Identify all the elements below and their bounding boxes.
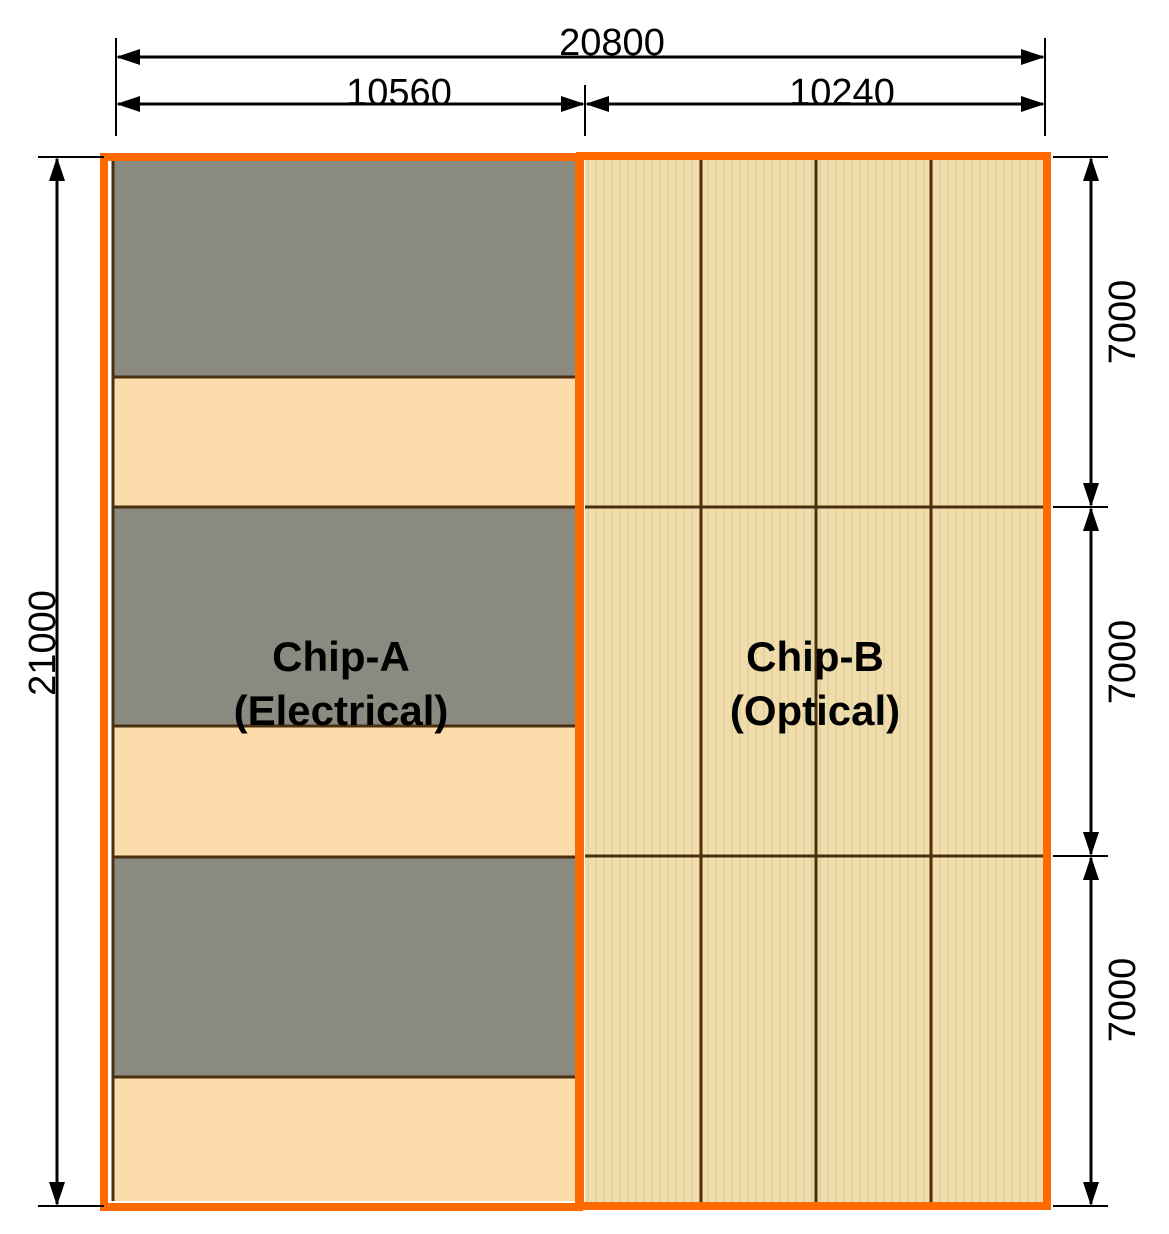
chip-b-type: (Optical) xyxy=(730,687,900,734)
total-height-label: 21000 xyxy=(22,590,64,696)
chip-a-block xyxy=(100,153,583,1211)
row-height-3-label: 7000 xyxy=(1102,958,1144,1043)
electrical-tile-2 xyxy=(113,507,575,726)
chip-b-block xyxy=(576,152,1051,1210)
chip-labels: Chip-A (Electrical) Chip-B (Optical) xyxy=(234,633,901,734)
chip-b-outline xyxy=(576,152,1051,1210)
left-dimensions: 21000 xyxy=(22,156,104,1207)
electrical-tile-3 xyxy=(113,857,575,1077)
electrical-tile-1 xyxy=(113,160,575,377)
peach-tile-2 xyxy=(113,726,575,857)
chip-a-width-label: 10560 xyxy=(346,72,452,114)
right-dimensions: 7000 7000 7000 xyxy=(1053,156,1144,1207)
peach-tile-3 xyxy=(113,1077,575,1201)
chip-b-width-label: 10240 xyxy=(789,72,895,114)
peach-tile-1 xyxy=(113,377,575,507)
row-height-1-label: 7000 xyxy=(1102,280,1144,365)
total-width-label: 20800 xyxy=(559,22,665,64)
optical-striped-area xyxy=(585,159,1043,1202)
chip-b-name: Chip-B xyxy=(746,633,884,680)
row-height-2-label: 7000 xyxy=(1102,620,1144,705)
top-dimensions: 20800 10560 10240 xyxy=(115,22,1046,136)
chip-a-name: Chip-A xyxy=(272,633,410,680)
chip-a-type: (Electrical) xyxy=(234,687,449,734)
